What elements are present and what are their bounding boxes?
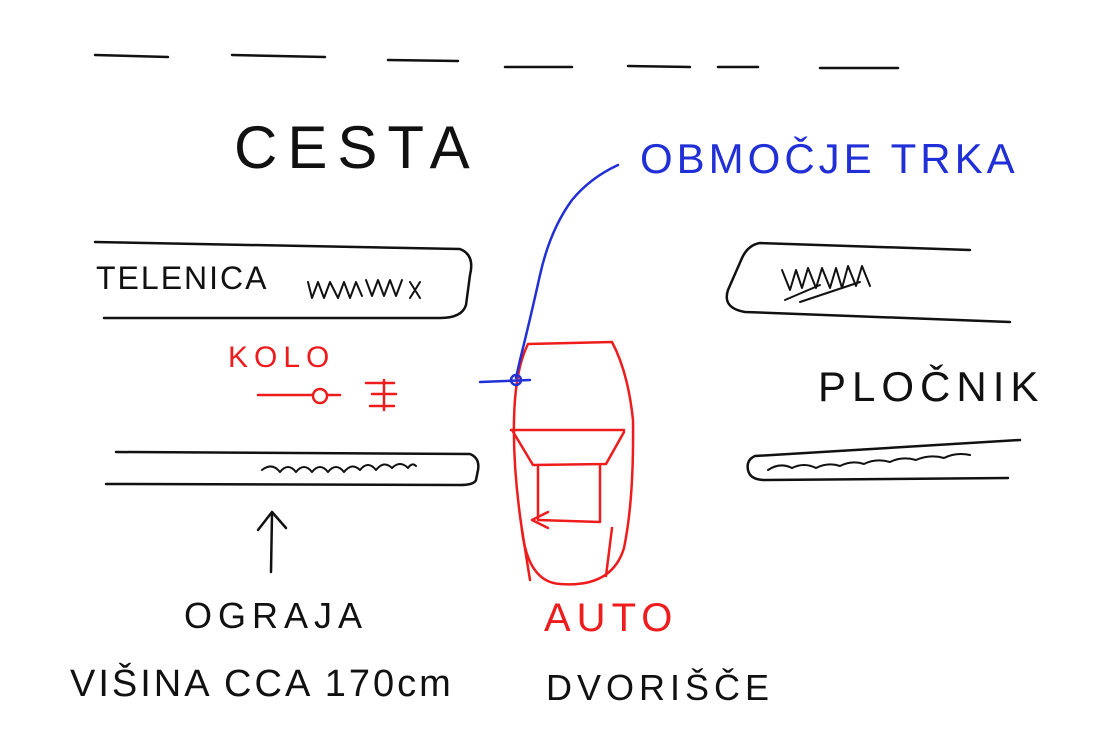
impact-area-pointer: [478, 163, 620, 387]
sidewalk-label: PLOČNIK: [818, 363, 1045, 410]
fence-strip-left: [104, 450, 480, 487]
fence-scribble-right: [767, 453, 971, 471]
road-label: CESTA: [234, 114, 480, 181]
car-outline: [509, 340, 635, 586]
fence-label: OGRAJA: [184, 595, 369, 636]
bicycle-symbol: [256, 378, 398, 412]
grass-left-label: TELENICA: [96, 260, 269, 296]
car-label: AUTO: [544, 596, 679, 640]
fence-scribble-left: [261, 463, 417, 473]
fence-height-label: VIŠINA CCA 170cm: [70, 663, 454, 705]
grass-hatching-left: [307, 279, 421, 299]
yard-label: DVORIŠČE: [546, 667, 775, 708]
road-center-dashed-line: [93, 53, 900, 70]
fence-pointer-arrow: [256, 510, 288, 574]
fence-strip-right: [746, 438, 1022, 482]
grass-hatching-right: [781, 265, 871, 303]
bicycle-label: KOLO: [228, 341, 336, 374]
grass-strip-left: [93, 240, 473, 320]
impact-area-label: OBMOČJE TRKA: [640, 135, 1019, 182]
grass-strip-right: [725, 241, 1012, 324]
